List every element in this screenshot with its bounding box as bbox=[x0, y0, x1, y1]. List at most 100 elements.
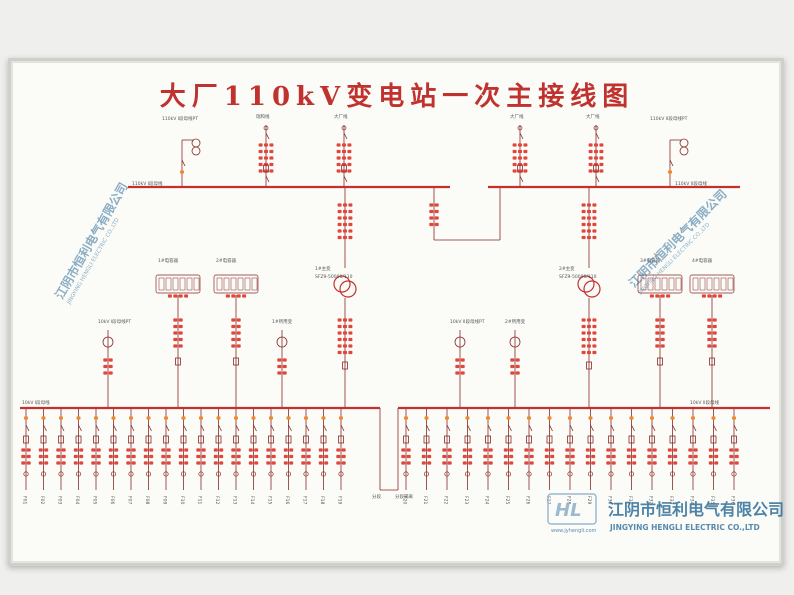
feeder-10kv-left-14-lamp bbox=[254, 454, 259, 459]
feeder-10kv-right-12-disconnect bbox=[631, 424, 635, 432]
feeder-10kv-left-9-label: F09 bbox=[162, 496, 168, 504]
feeder-10kv-left-16-lamp bbox=[283, 454, 288, 459]
feeder-10kv-right-9-breaker bbox=[567, 435, 573, 444]
feeder-10kv-left-14-lamp bbox=[251, 416, 256, 420]
transformer-2-hv-lamp bbox=[592, 216, 597, 220]
feeder-110kv-4-label: 大厂线 bbox=[586, 113, 600, 120]
feeder-10kv-right-15-lamp bbox=[693, 454, 698, 459]
station-transformer-2-lamp bbox=[510, 371, 515, 375]
feeder-10kv-left-2-ct bbox=[40, 471, 47, 477]
feeder-110kv-4-lamp bbox=[588, 149, 593, 154]
feeder-10kv-left-1-breaker bbox=[23, 435, 29, 444]
feeder-10kv-right-10-lamp bbox=[585, 461, 590, 465]
feeder-110kv-1-lamp bbox=[269, 143, 274, 147]
pt-110kv-right-pt bbox=[679, 138, 689, 148]
bus-110kv-right-label: 110kV II段母线 bbox=[675, 180, 707, 187]
feeder-110kv-1-disconnect bbox=[265, 132, 270, 140]
feeder-10kv-left-10-lamp bbox=[184, 454, 189, 459]
capacitor-3-lamp bbox=[655, 294, 660, 298]
capacitor-1-lamp bbox=[167, 294, 172, 298]
transformer-1-lv-lamp bbox=[343, 344, 347, 348]
feeder-10kv-right-7-lamp bbox=[524, 461, 529, 465]
feeder-10kv-right-1-ct bbox=[403, 471, 409, 477]
feeder-10kv-left-3-disconnect bbox=[60, 424, 65, 432]
feeder-10kv-right-13-lamp bbox=[650, 416, 654, 420]
capacitor-3-feed-lamp bbox=[655, 324, 660, 329]
feeder-10kv-right-2-lamp bbox=[421, 461, 426, 465]
capacitor-2-lamp bbox=[231, 294, 236, 298]
feeder-10kv-left-2-lamp bbox=[44, 454, 49, 459]
feeder-10kv-right-2-lamp bbox=[424, 416, 429, 420]
feeder-10kv-left-5-disconnect bbox=[95, 424, 100, 432]
feeder-10kv-right-17-ct bbox=[731, 471, 737, 477]
feeder-10kv-left-16-ct bbox=[285, 471, 292, 477]
feeder-10kv-left-7-ct bbox=[128, 471, 134, 477]
transformer-1-lv-lamp bbox=[348, 318, 353, 322]
feeder-10kv-right-16-disconnect bbox=[713, 424, 717, 432]
capacitor-2-cell bbox=[216, 277, 223, 291]
feeder-10kv-left-16-lamp bbox=[289, 461, 294, 465]
transformer-1-lv-lamp bbox=[348, 337, 353, 342]
feeder-10kv-left-10-lamp bbox=[178, 454, 183, 459]
feeder-10kv-right-10-lamp bbox=[585, 448, 590, 452]
feeder-10kv-left-8-disconnect bbox=[148, 424, 152, 432]
capacitor-3-cell bbox=[654, 277, 661, 291]
feeder-10kv-right-11-ct bbox=[608, 471, 614, 477]
feeder-10kv-right-8-lamp bbox=[544, 461, 549, 465]
feeder-10kv-right-10-label: F29 bbox=[586, 496, 592, 504]
feeder-10kv-left-7-label: F07 bbox=[127, 496, 133, 504]
feeder-110kv-1-lamp bbox=[264, 149, 268, 154]
transformer-2-hv-lamp bbox=[592, 203, 597, 207]
feeder-10kv-left-12-lamp bbox=[213, 448, 218, 452]
capacitor-4-feed-lamp bbox=[707, 324, 712, 329]
feeder-10kv-left-8-lamp bbox=[143, 454, 148, 459]
feeder-10kv-left-7-disconnect bbox=[130, 424, 135, 432]
capacitor-4-feed-lamp bbox=[712, 318, 717, 322]
feeder-10kv-right-14-ct bbox=[669, 471, 676, 477]
feeder-10kv-right-12-lamp bbox=[632, 461, 637, 465]
feeder-10kv-left-11-lamp bbox=[201, 461, 206, 465]
feeder-10kv-right-11-label: F30 bbox=[607, 496, 613, 504]
feeder-10kv-left-16-lamp bbox=[286, 416, 291, 420]
bus-tie-110-lamp bbox=[429, 203, 434, 207]
transformer-1-hv-lamp bbox=[348, 203, 353, 207]
feeder-10kv-right-16-label: F35 bbox=[709, 496, 715, 504]
feeder-10kv-left-5-lamp bbox=[96, 454, 101, 459]
feeder-10kv-left-11-lamp bbox=[201, 454, 206, 459]
feeder-10kv-left-17-lamp bbox=[301, 448, 306, 452]
feeder-10kv-left-1-lamp bbox=[26, 461, 31, 465]
feeder-10kv-left-6-label: F06 bbox=[109, 496, 115, 504]
feeder-10kv-left-4-lamp bbox=[79, 454, 84, 459]
feeder-10kv-left-10-lamp bbox=[184, 461, 189, 465]
feeder-10kv-left-8-label: F08 bbox=[144, 496, 150, 504]
feeder-10kv-right-17-breaker bbox=[731, 435, 737, 444]
feeder-10kv-left-6-lamp bbox=[114, 448, 119, 452]
feeder-10kv-right-4-lamp bbox=[468, 448, 473, 452]
capacitor-3-frame bbox=[637, 274, 683, 294]
feeder-10kv-left-14-breaker bbox=[250, 435, 257, 444]
pt-110kv-left-disconnect bbox=[181, 159, 186, 167]
feeder-10kv-left-17-lamp bbox=[304, 416, 308, 420]
feeder-10kv-right-7-lamp bbox=[529, 448, 534, 452]
feeder-10kv-left-1-lamp bbox=[21, 454, 26, 459]
feeder-10kv-left-3-lamp bbox=[56, 461, 61, 465]
feeder-110kv-4-disconnect2 bbox=[595, 175, 600, 183]
capacitor-4-cell bbox=[706, 277, 713, 291]
feeder-10kv-right-7-label: F26 bbox=[525, 496, 531, 504]
capacitor-4-feed-lamp bbox=[707, 337, 712, 342]
transformer-1-lv-lamp bbox=[337, 344, 342, 348]
transformer-1-lv-lamp bbox=[343, 331, 347, 335]
pt-110kv-right-disconnect bbox=[669, 159, 674, 167]
capacitor-4-feed-lamp bbox=[707, 318, 712, 322]
feeder-10kv-left-3-lamp bbox=[56, 448, 61, 452]
transformer-1-hv-lamp bbox=[337, 209, 342, 214]
feeder-10kv-right-1-lamp bbox=[401, 448, 406, 452]
feeder-10kv-right-6-breaker bbox=[505, 435, 512, 444]
capacitor-3-feed-lamp bbox=[660, 344, 665, 348]
capacitor-4-breaker bbox=[709, 357, 715, 366]
feeder-10kv-right-13-disconnect bbox=[651, 424, 656, 432]
feeder-10kv-left-3-lamp bbox=[56, 454, 61, 459]
pt-10kv-right-lamp bbox=[455, 358, 460, 362]
feeder-10kv-left-8-lamp bbox=[143, 448, 148, 452]
